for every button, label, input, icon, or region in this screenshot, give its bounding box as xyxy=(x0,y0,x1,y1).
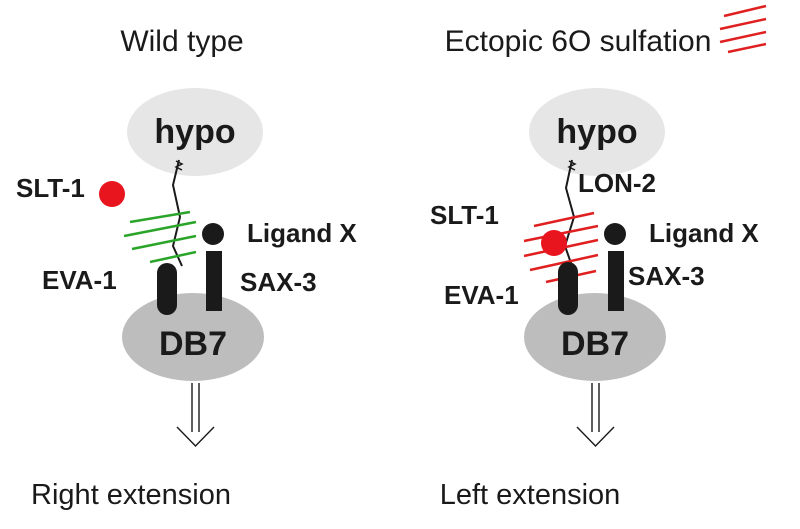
ligand-x-ball xyxy=(202,223,224,245)
chain-anchor-icon xyxy=(567,160,577,171)
sulfation-stripe xyxy=(533,211,595,228)
left-panel: Wild type hypo DB7 SLT-1 EVA-1 Ligand X … xyxy=(16,25,357,511)
lon2-chain xyxy=(171,159,183,267)
hypo-label: hypo xyxy=(556,113,637,151)
ligand-x-label: Ligand X xyxy=(247,218,357,248)
left-title: Wild type xyxy=(120,25,243,58)
eva1-receptor xyxy=(558,262,578,315)
sax3-receptor xyxy=(608,251,624,311)
eva1-label: EVA-1 xyxy=(444,280,519,310)
hypo-ellipse xyxy=(529,88,665,176)
ligand-x-label: Ligand X xyxy=(649,218,759,248)
sulfation-stripes-red xyxy=(523,211,599,284)
db7-label: DB7 xyxy=(561,325,629,363)
sax3-label: SAX-3 xyxy=(628,261,705,291)
eva1-receptor xyxy=(157,263,177,315)
sulfation-stripes-green xyxy=(123,210,197,264)
sulfation-stripe xyxy=(131,234,197,251)
arrow-down-double-icon xyxy=(176,383,215,448)
eva1-label: EVA-1 xyxy=(42,265,117,295)
sax3-label: SAX-3 xyxy=(240,267,317,297)
ligand-x-ball xyxy=(604,223,626,245)
slt1-label: SLT-1 xyxy=(16,173,85,203)
sulfation-stripe xyxy=(123,220,197,238)
lon2-label: LON-2 xyxy=(578,168,656,198)
arrow-down-double-icon xyxy=(576,383,615,448)
sulfation-stripe xyxy=(129,210,191,224)
sax3-receptor xyxy=(206,251,222,311)
hypo-label: hypo xyxy=(154,113,235,151)
db7-cell xyxy=(122,293,264,381)
slt1-ball xyxy=(99,181,125,207)
hypo-ellipse xyxy=(127,88,263,176)
right-outcome: Left extension xyxy=(440,479,621,511)
sulfation-stripe xyxy=(149,250,197,264)
db7-label: DB7 xyxy=(159,325,227,363)
sulfation-stripe xyxy=(529,253,599,272)
left-outcome: Right extension xyxy=(31,479,231,511)
slt1-label: SLT-1 xyxy=(430,200,499,230)
right-panel: Ectopic 6O sulfation hypo DB7 LON-2 SLT- xyxy=(430,4,767,511)
sulfation-legend-icon xyxy=(719,4,767,54)
slt1-ball xyxy=(541,230,567,256)
lon2-chain xyxy=(563,159,576,267)
db7-cell xyxy=(524,293,666,381)
chain-anchor-icon xyxy=(174,160,184,171)
right-title: Ectopic 6O sulfation xyxy=(445,25,712,58)
